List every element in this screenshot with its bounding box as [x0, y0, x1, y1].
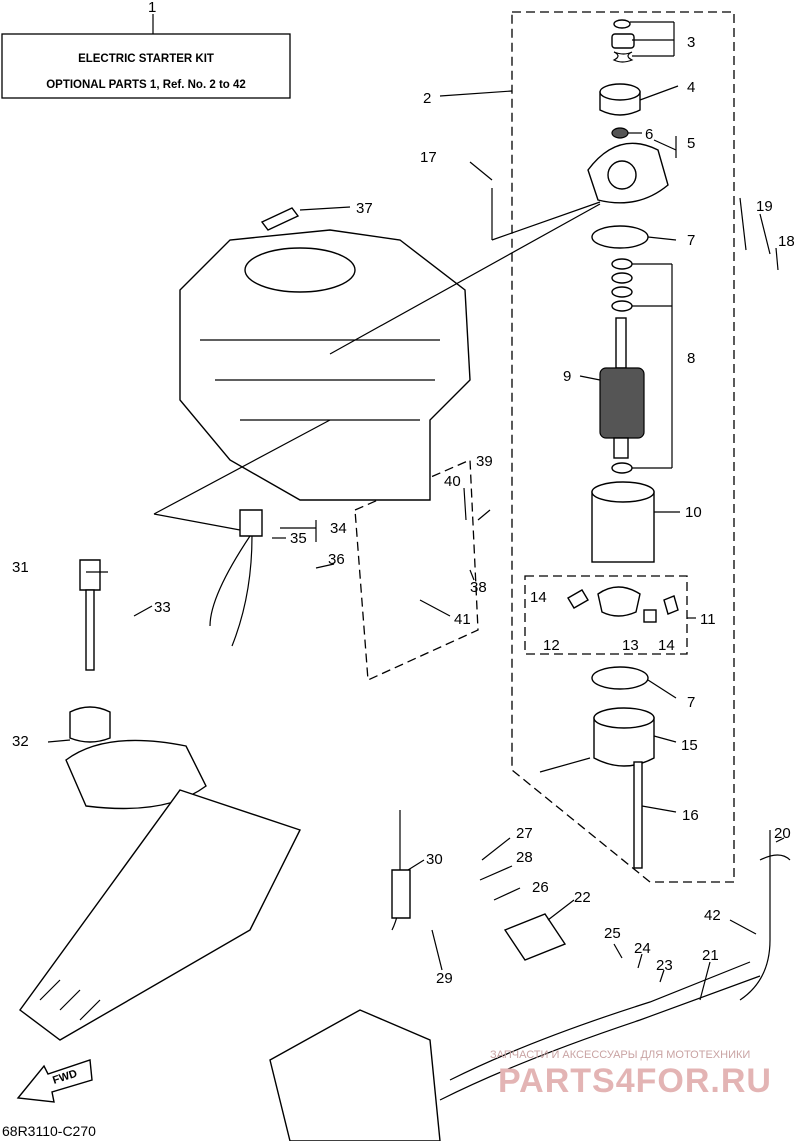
- callout-5: 5: [687, 135, 695, 152]
- engine-block: [179, 207, 471, 501]
- callout-18: 18: [778, 233, 795, 250]
- callout-36: 36: [328, 551, 345, 568]
- watermark-caption: ЗАПЧАСТИ И АКСЕССУАРЫ ДЛЯ МОТОТЕХНИКИ: [490, 1049, 750, 1061]
- callout-16: 16: [682, 807, 699, 824]
- callout-29: 29: [436, 970, 453, 987]
- callout-7: 7: [687, 232, 695, 249]
- leader-lines: [47, 21, 785, 1001]
- callout-11: 11: [700, 611, 716, 628]
- callout-15: 15: [681, 737, 698, 754]
- callout-2: 2: [423, 90, 431, 107]
- callout-25: 25: [604, 925, 621, 942]
- kit-subtitle: OPTIONAL PARTS 1, Ref. No. 2 to 42: [46, 79, 246, 91]
- brush-group-outline: [524, 575, 688, 655]
- callout-31: 31: [12, 559, 29, 576]
- callout-6: 6: [645, 126, 653, 143]
- watermark: ЗАПЧАСТИ И АКСЕССУАРЫ ДЛЯ МОТОТЕХНИКИ PA…: [490, 1049, 772, 1100]
- callouts: 2 3 4 5 6 7 8 9 10 11 12 13 14 14 15 16 …: [12, 34, 795, 987]
- callout-30: 30: [426, 851, 443, 868]
- callout-1: 1: [148, 0, 156, 16]
- callout-14b: 14: [658, 637, 675, 654]
- callout-22: 22: [574, 889, 591, 906]
- drawing-code: 68R3110-C270: [2, 1123, 96, 1139]
- callout-23: 23: [656, 957, 673, 974]
- callout-37: 37: [356, 200, 373, 217]
- wiring: [69, 509, 791, 1101]
- callout-12: 12: [543, 637, 560, 654]
- callout-24: 24: [634, 940, 651, 957]
- callout-9: 9: [563, 368, 571, 385]
- fwd-arrow: FWD: [16, 1059, 93, 1103]
- callout-34: 34: [330, 520, 347, 537]
- callout-10: 10: [685, 504, 702, 521]
- callout-3: 3: [687, 34, 695, 51]
- callout-28: 28: [516, 849, 533, 866]
- starter-motor: [539, 19, 679, 869]
- callout-19: 19: [756, 198, 773, 215]
- callout-33: 33: [154, 599, 171, 616]
- callout-27: 27: [516, 825, 533, 842]
- callout-13: 13: [622, 637, 639, 654]
- kit-title-box: 1 ELECTRIC STARTER KIT OPTIONAL PARTS 1,…: [1, 0, 291, 99]
- callout-7b: 7: [687, 694, 695, 711]
- kit-title: ELECTRIC STARTER KIT: [78, 53, 214, 65]
- starter-group-outline: [511, 11, 735, 883]
- harness-group-outline: [354, 459, 479, 681]
- callout-38: 38: [470, 579, 487, 596]
- callout-39: 39: [476, 453, 493, 470]
- callout-40: 40: [444, 473, 461, 490]
- callout-32: 32: [12, 733, 29, 750]
- watermark-brand: PARTS4FOR.RU: [498, 1062, 772, 1100]
- lower-unit: [19, 739, 441, 1141]
- callout-41: 41: [454, 611, 471, 628]
- callout-21: 21: [702, 947, 719, 964]
- callout-26: 26: [532, 879, 549, 896]
- callout-17: 17: [420, 149, 437, 166]
- callout-20: 20: [774, 825, 791, 842]
- callout-35: 35: [290, 530, 307, 547]
- callout-42: 42: [704, 907, 721, 924]
- callout-14: 14: [530, 589, 547, 606]
- callout-4: 4: [687, 79, 695, 96]
- callout-8: 8: [687, 350, 695, 367]
